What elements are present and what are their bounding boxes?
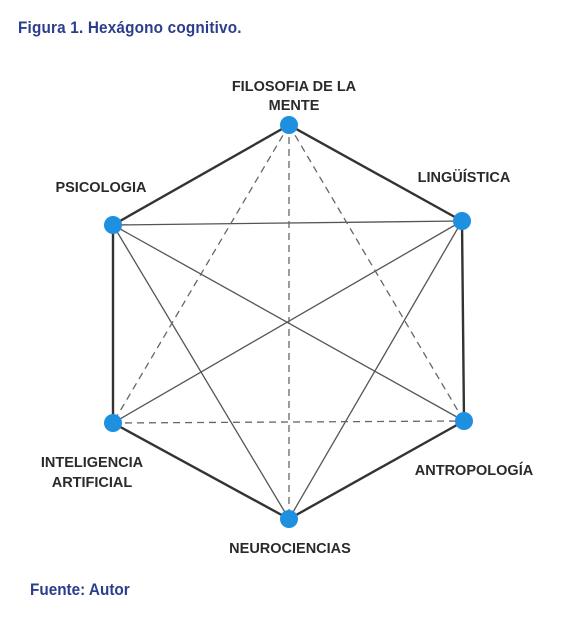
- node-label-neurociencias: NEUROCIENCIAS: [229, 541, 351, 557]
- edge-outer-filosofia-linguistica: [288, 123, 463, 223]
- node-label-antropologia: ANTROPOLOGÍA: [415, 462, 534, 479]
- edge-solid-inteligencia-linguistica: [112, 220, 463, 424]
- edge-outer-neurociencias-inteligencia: [112, 421, 290, 521]
- nodes-layer: [104, 116, 473, 528]
- node-label-line: NEUROCIENCIAS: [229, 541, 351, 557]
- node-label-psicologia: PSICOLOGIA: [55, 180, 147, 196]
- edges-layer: [111, 123, 466, 521]
- node-linguistica: [453, 212, 471, 230]
- node-label-line: MENTE: [269, 98, 320, 114]
- edge-outer-linguistica-antropologia: [460, 220, 466, 422]
- node-label-filosofia: FILOSOFIA DE LA MENTE: [232, 79, 357, 114]
- edge-dashed-inteligencia-antropologia: [112, 420, 465, 424]
- edge-outer-psicologia-filosofia: [112, 123, 290, 227]
- edge-solid-psicologia-linguistica: [112, 220, 463, 226]
- node-label-line: ANTROPOLOGÍA: [415, 462, 534, 479]
- edge-dashed-filosofia-antropologia: [288, 124, 465, 422]
- node-label-line: INTELIGENCIA: [41, 455, 144, 471]
- node-antropologia: [455, 412, 473, 430]
- node-label-line: FILOSOFIA DE LA: [232, 79, 357, 95]
- node-label-line: LINGÜÍSTICA: [418, 169, 511, 186]
- node-neurociencias: [280, 510, 298, 528]
- labels-layer: FILOSOFIA DE LA MENTE LINGÜÍSTICA ANTROPOLO…: [41, 79, 534, 557]
- figure-source: Fuente: Autor: [30, 580, 130, 599]
- edge-solid-linguistica-neurociencias: [288, 220, 463, 520]
- node-inteligencia: [104, 414, 122, 432]
- node-label-linguistica: LINGÜÍSTICA: [418, 169, 511, 186]
- figure-caption: Figura 1. Hexágono cognitivo.: [18, 18, 242, 37]
- edge-outer-antropologia-neurociencias: [288, 419, 465, 521]
- node-label-line: PSICOLOGIA: [55, 180, 147, 196]
- node-psicologia: [104, 216, 122, 234]
- node-filosofia: [280, 116, 298, 134]
- edge-dashed-filosofia-inteligencia: [112, 124, 290, 424]
- node-label-line: ARTIFICIAL: [52, 475, 133, 491]
- node-label-inteligencia: INTELIGENCIA ARTIFICIAL: [41, 455, 144, 491]
